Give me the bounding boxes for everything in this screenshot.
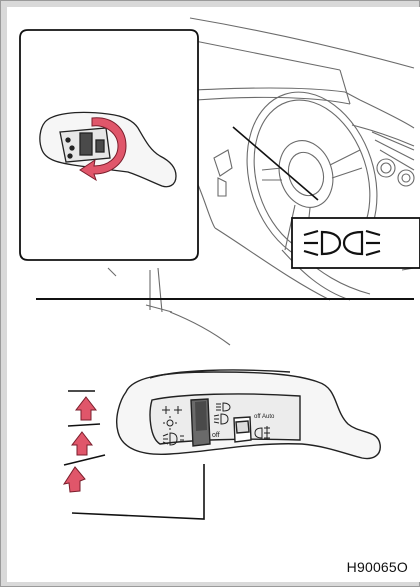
up-arrow-icon xyxy=(64,467,85,492)
figure-code: H90065O xyxy=(347,559,408,575)
headlamp-indicator xyxy=(292,218,420,268)
callout-line xyxy=(233,127,318,200)
zoom-inset xyxy=(20,30,198,260)
off-label-main: off xyxy=(212,432,220,439)
off-label-aux: off xyxy=(254,414,261,420)
lever-detail xyxy=(117,370,381,458)
auto-label: Auto xyxy=(262,414,275,420)
up-arrows xyxy=(64,397,96,492)
up-arrow-icon xyxy=(72,432,92,455)
up-arrow-icon xyxy=(76,397,96,420)
